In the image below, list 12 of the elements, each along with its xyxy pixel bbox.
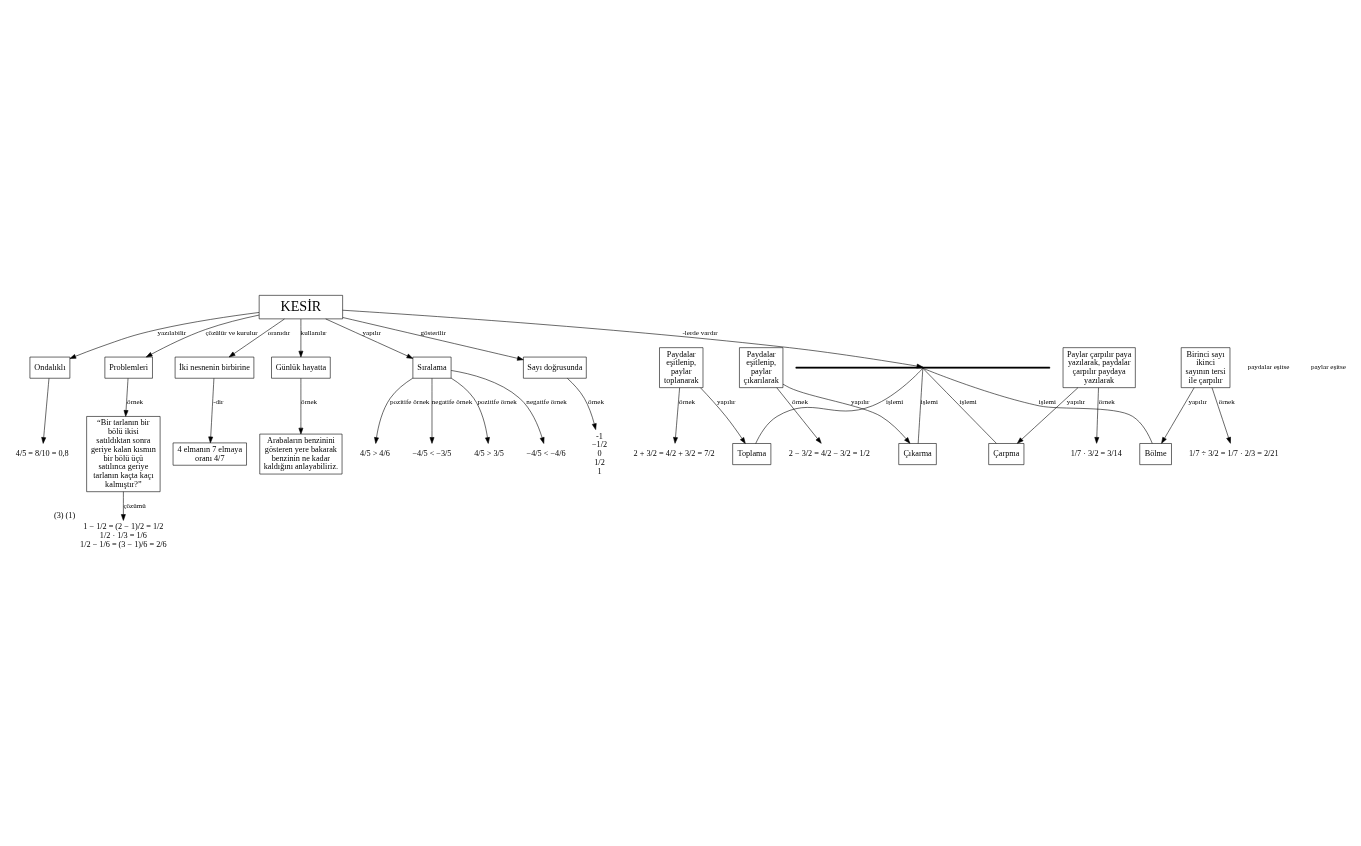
node-text: 1 − 1/2 = (2 − 1)/2 = 1/2 1/2 · 1/3 = 1/6 1/2 − 1/6 = (3 − 1)/6 = 2/6 bbox=[80, 521, 167, 549]
node-text: −4/5 < −4/6 bbox=[526, 448, 566, 458]
node-text: 1/7 · 3/2 = 3/14 bbox=[1070, 448, 1122, 458]
node-text: 2 − 3/2 = 4/2 − 3/2 = 1/2 bbox=[788, 448, 870, 458]
node-label: (3) (1) bbox=[53, 510, 76, 520]
node-text: 1/7 ÷ 3/2 = 1/7 · 2/3 = 2/21 bbox=[1189, 448, 1279, 458]
node-text: 4/5 > 3/5 bbox=[474, 448, 504, 458]
node-text: 2 + 3/2 = 4/2 + 3/2 = 7/2 bbox=[633, 448, 715, 458]
node-text: −4/5 < −3/5 bbox=[412, 448, 452, 458]
node-text: 4/5 = 8/10 = 0,8 bbox=[15, 448, 69, 458]
node-text: -1 −1/2 0 1/2 1 bbox=[591, 431, 608, 476]
node-text: 4/5 > 4/6 bbox=[360, 448, 390, 458]
